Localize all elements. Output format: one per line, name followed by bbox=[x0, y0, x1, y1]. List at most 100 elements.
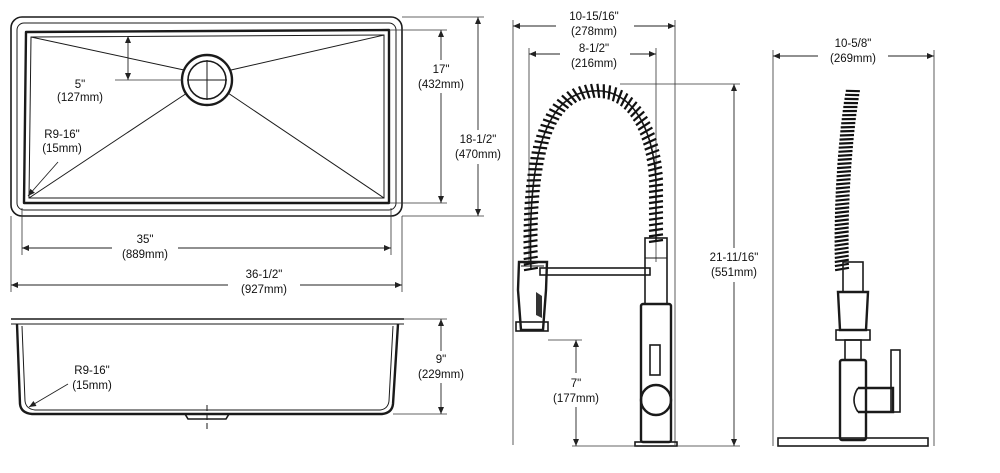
coil-loop bbox=[645, 148, 660, 156]
coil-loop bbox=[648, 171, 663, 178]
coil-loop bbox=[834, 234, 849, 239]
coil-loop bbox=[834, 246, 849, 251]
coil-loop bbox=[837, 166, 852, 170]
coil-loop bbox=[523, 228, 538, 233]
coil-loop bbox=[623, 96, 634, 110]
coil-loop bbox=[834, 218, 849, 223]
dim-side-radius-metric: (15mm) bbox=[72, 380, 112, 392]
faucet-handle-hub bbox=[639, 383, 673, 417]
dim-bowl-width-mask bbox=[112, 233, 178, 263]
coil-loop bbox=[834, 242, 849, 247]
coil-loop bbox=[834, 266, 850, 272]
faucet-coil-guide bbox=[529, 89, 657, 271]
faucet-side-handle-arm bbox=[858, 386, 895, 414]
coil-loop bbox=[571, 88, 582, 102]
dim-bowl-width-imperial: 35" bbox=[137, 234, 154, 246]
faucet-handle-lever bbox=[649, 344, 661, 376]
faucet-side-connector bbox=[844, 339, 862, 361]
coil-loop bbox=[839, 133, 855, 137]
dim-overall-width-mask bbox=[228, 266, 300, 298]
dim-spout-reach-imperial: 8-1/2" bbox=[579, 43, 609, 55]
coil-loop bbox=[834, 214, 850, 219]
dim-overall-reach-metric: (278mm) bbox=[571, 26, 617, 38]
coil-loop bbox=[646, 154, 661, 162]
coil-loop bbox=[596, 83, 601, 98]
coil-loop bbox=[561, 94, 573, 106]
coil-loop bbox=[835, 186, 851, 190]
coil-loop bbox=[523, 250, 538, 255]
coil-loop bbox=[834, 250, 849, 255]
faucet-base-plate bbox=[634, 441, 678, 447]
dim-corner-radius-leader bbox=[27, 161, 59, 197]
coil-loop bbox=[838, 149, 853, 153]
coil-loop bbox=[836, 174, 851, 178]
coil-loop bbox=[641, 132, 656, 141]
coil-loop bbox=[648, 211, 664, 216]
dim-overall-height-metric: (551mm) bbox=[711, 267, 757, 279]
dim-sink-depth-mask bbox=[414, 351, 470, 383]
dim-corner-radius-imperial: R9-16" bbox=[44, 129, 79, 141]
faucet-side-coil bbox=[834, 89, 860, 272]
sink-flange-inner bbox=[16, 22, 397, 211]
sink-side-view: R9-16" (15mm) 9" (229mm) bbox=[11, 318, 470, 432]
coil-loop bbox=[524, 206, 539, 210]
dim-overall-reach-mask bbox=[556, 8, 634, 41]
coil-loop bbox=[839, 141, 854, 145]
coil-loop bbox=[523, 255, 538, 261]
dim-overall-height-imperial: 21-11/16" bbox=[710, 252, 759, 264]
coil-loop bbox=[642, 137, 657, 146]
dim-overall-depth-metric: (470mm) bbox=[455, 149, 501, 161]
coil-loop bbox=[545, 113, 560, 121]
coil-loop bbox=[590, 83, 596, 99]
coil-loop bbox=[583, 84, 591, 99]
coil-loop bbox=[648, 177, 664, 183]
coil-loop bbox=[523, 266, 539, 272]
faucet-sprayer-head bbox=[516, 260, 549, 332]
coil-loop bbox=[836, 182, 851, 186]
coil-loop bbox=[834, 230, 849, 235]
coil-loop bbox=[648, 188, 664, 194]
slope-line-tl bbox=[30, 36, 185, 71]
coil-loop bbox=[834, 222, 849, 227]
faucet-side-handle bbox=[890, 349, 901, 413]
dim-bowl-depth-mask bbox=[416, 60, 468, 93]
faucet-side-body bbox=[838, 358, 868, 442]
dim-spout-reach-mask bbox=[560, 40, 630, 73]
dim-drain-offset-imperial: 5" bbox=[75, 79, 85, 91]
faucet-horizontal-arm bbox=[539, 267, 651, 276]
coil-loop bbox=[532, 145, 548, 150]
faucet-sprayer-button bbox=[536, 292, 542, 318]
coil-loop bbox=[637, 121, 651, 131]
coil-loop bbox=[529, 162, 544, 166]
coil-loop bbox=[647, 160, 662, 167]
dim-side-radius-imperial: R9-16" bbox=[74, 365, 109, 377]
coil-loop bbox=[648, 194, 664, 199]
coil-loop bbox=[611, 87, 618, 102]
coil-loop bbox=[836, 170, 852, 174]
coil-loop bbox=[577, 85, 586, 100]
coil-loop bbox=[838, 145, 853, 149]
sink-flange-outline bbox=[10, 16, 403, 217]
coil-loop bbox=[639, 126, 653, 136]
coil-loop bbox=[540, 123, 555, 130]
coil-loop bbox=[552, 103, 566, 113]
coil-loop bbox=[835, 198, 850, 202]
coil-loop bbox=[530, 156, 545, 160]
dim-overall-width-metric: (927mm) bbox=[241, 284, 287, 296]
coil-loop bbox=[635, 115, 648, 127]
coil-loop bbox=[839, 137, 854, 141]
coil-loop bbox=[538, 129, 553, 135]
dim-overall-width-imperial: 36-1/2" bbox=[246, 269, 283, 281]
slope-line-tr bbox=[230, 34, 385, 71]
dim-spout-clearance-mask bbox=[548, 373, 604, 407]
coil-loop bbox=[648, 238, 664, 244]
faucet-side-nozzle bbox=[835, 329, 871, 341]
dim-bowl-width-metric: (889mm) bbox=[122, 249, 168, 261]
coil-loop bbox=[837, 157, 852, 161]
coil-loop bbox=[648, 222, 664, 227]
coil-loop bbox=[835, 202, 850, 206]
coil-loop bbox=[523, 211, 539, 216]
dim-base-width-metric: (269mm) bbox=[830, 53, 876, 65]
faucet-front-view: 10-15/16" (278mm) 8-1/2" (216mm) 21-11/1… bbox=[512, 8, 768, 447]
